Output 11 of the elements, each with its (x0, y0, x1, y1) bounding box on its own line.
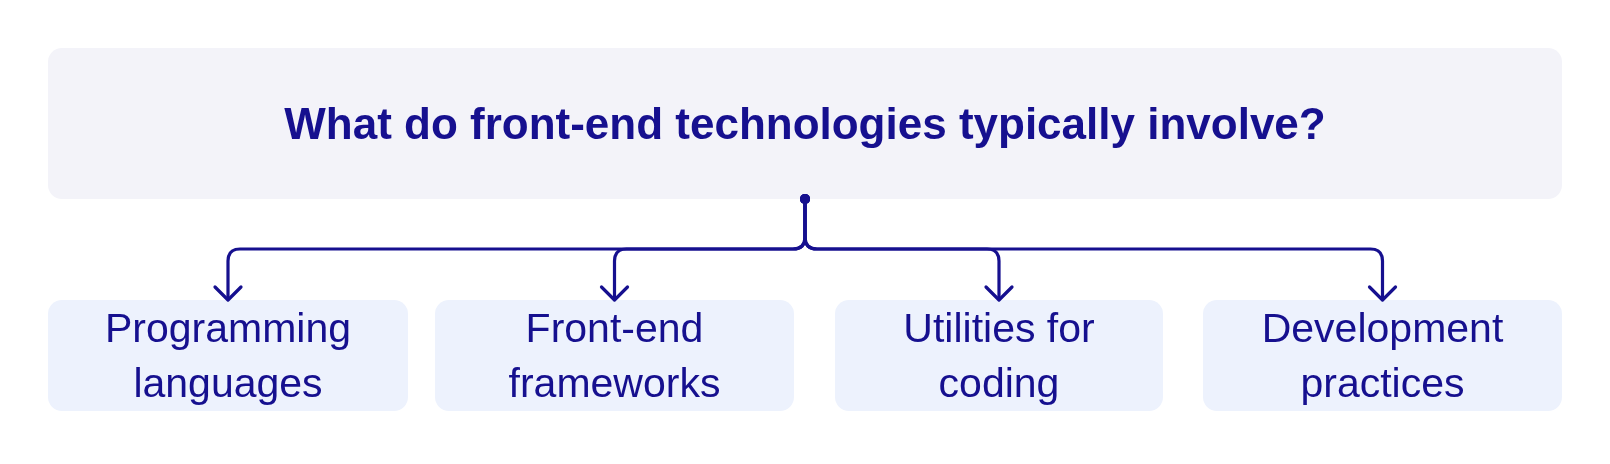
topic-text: Front-end frameworks (507, 303, 722, 408)
question-card (48, 48, 1562, 199)
topic-text: Utilities for coding (902, 303, 1096, 408)
topic-card (1203, 300, 1562, 411)
topic-text: Programming languages (103, 303, 353, 408)
question-text: What do front-end technologies typically involve? (283, 97, 1327, 150)
topic-card (48, 300, 408, 411)
topic-card (835, 300, 1163, 411)
topic-text: Development practices (1260, 303, 1505, 408)
connector-arrow (800, 194, 1398, 302)
topic-card (435, 300, 794, 411)
